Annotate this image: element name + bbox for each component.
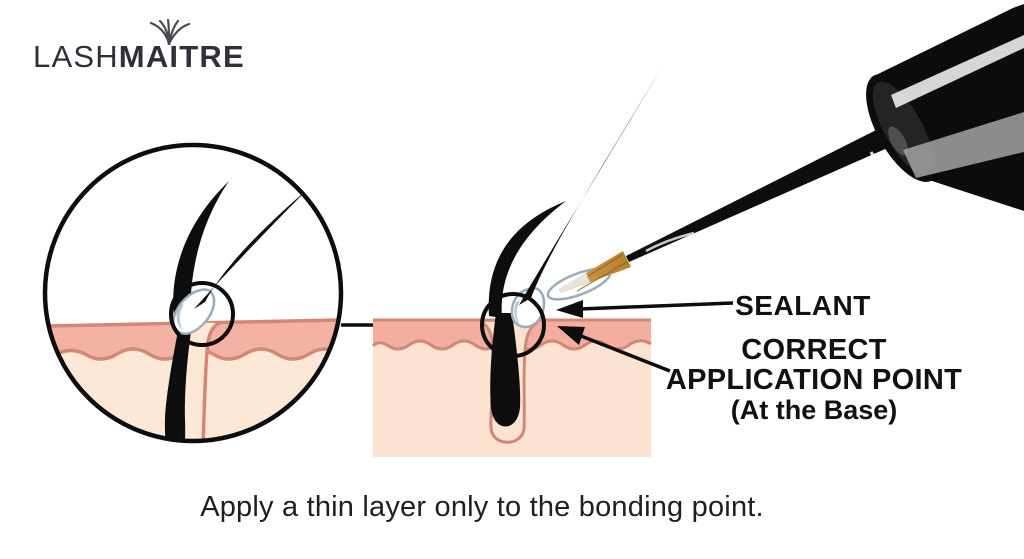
application-point-arrow xyxy=(557,326,671,373)
extension-lash xyxy=(519,60,666,305)
application-point-label-line1: CORRECT xyxy=(741,334,887,366)
barrel-streak-gray xyxy=(903,112,1024,178)
brush-wand xyxy=(626,118,910,262)
sealant-arrow-head xyxy=(556,300,583,318)
lash-fan-icon xyxy=(149,19,191,45)
sealant-arrow-line xyxy=(579,301,734,311)
applicator-barrel xyxy=(866,4,1024,211)
applicator-brush xyxy=(546,4,1024,301)
magnifier-inset xyxy=(42,142,344,444)
barrel-mouth-shadow xyxy=(888,126,908,156)
inset-sealant-shading xyxy=(176,304,184,330)
application-point-ring xyxy=(480,292,546,358)
application-point-arrow-line xyxy=(580,334,671,373)
natural-lash xyxy=(488,201,566,318)
application-point-label-line2: APPLICATION POINT xyxy=(665,364,963,396)
application-point-label-line3: (At the Base) xyxy=(730,395,898,425)
inset-hair-root xyxy=(164,316,193,439)
sealant-arrow xyxy=(556,300,734,318)
instruction-caption: Apply a thin layer only to the bonding p… xyxy=(200,491,764,523)
inset-focus-ring xyxy=(169,281,235,347)
sealant-blob-shading xyxy=(514,300,520,325)
brand-name-bold: MAITRE xyxy=(118,39,245,74)
application-point-arrow-head xyxy=(557,326,585,345)
brush-wand-highlight xyxy=(645,231,695,253)
brand-logo: LASHMAITRE xyxy=(33,19,263,74)
brush-tip-wet xyxy=(559,273,590,293)
hair-root xyxy=(490,313,521,427)
application-point-label: CORRECT APPLICATION POINT (At the Base) xyxy=(666,335,962,425)
sealant-label: SEALANT xyxy=(735,290,871,321)
barrel-rim-highlight xyxy=(869,151,921,188)
skin-cross-section xyxy=(371,313,652,457)
brand-name-light: LASH xyxy=(33,39,119,74)
sealant-blob xyxy=(510,286,546,329)
magnifier-ring xyxy=(42,142,344,444)
brand-wordmark: LASHMAITRE xyxy=(33,39,245,74)
inset-natural-lash xyxy=(173,181,229,327)
barrel-streak-bright xyxy=(891,35,1024,108)
inset-extension-lash xyxy=(194,188,309,309)
